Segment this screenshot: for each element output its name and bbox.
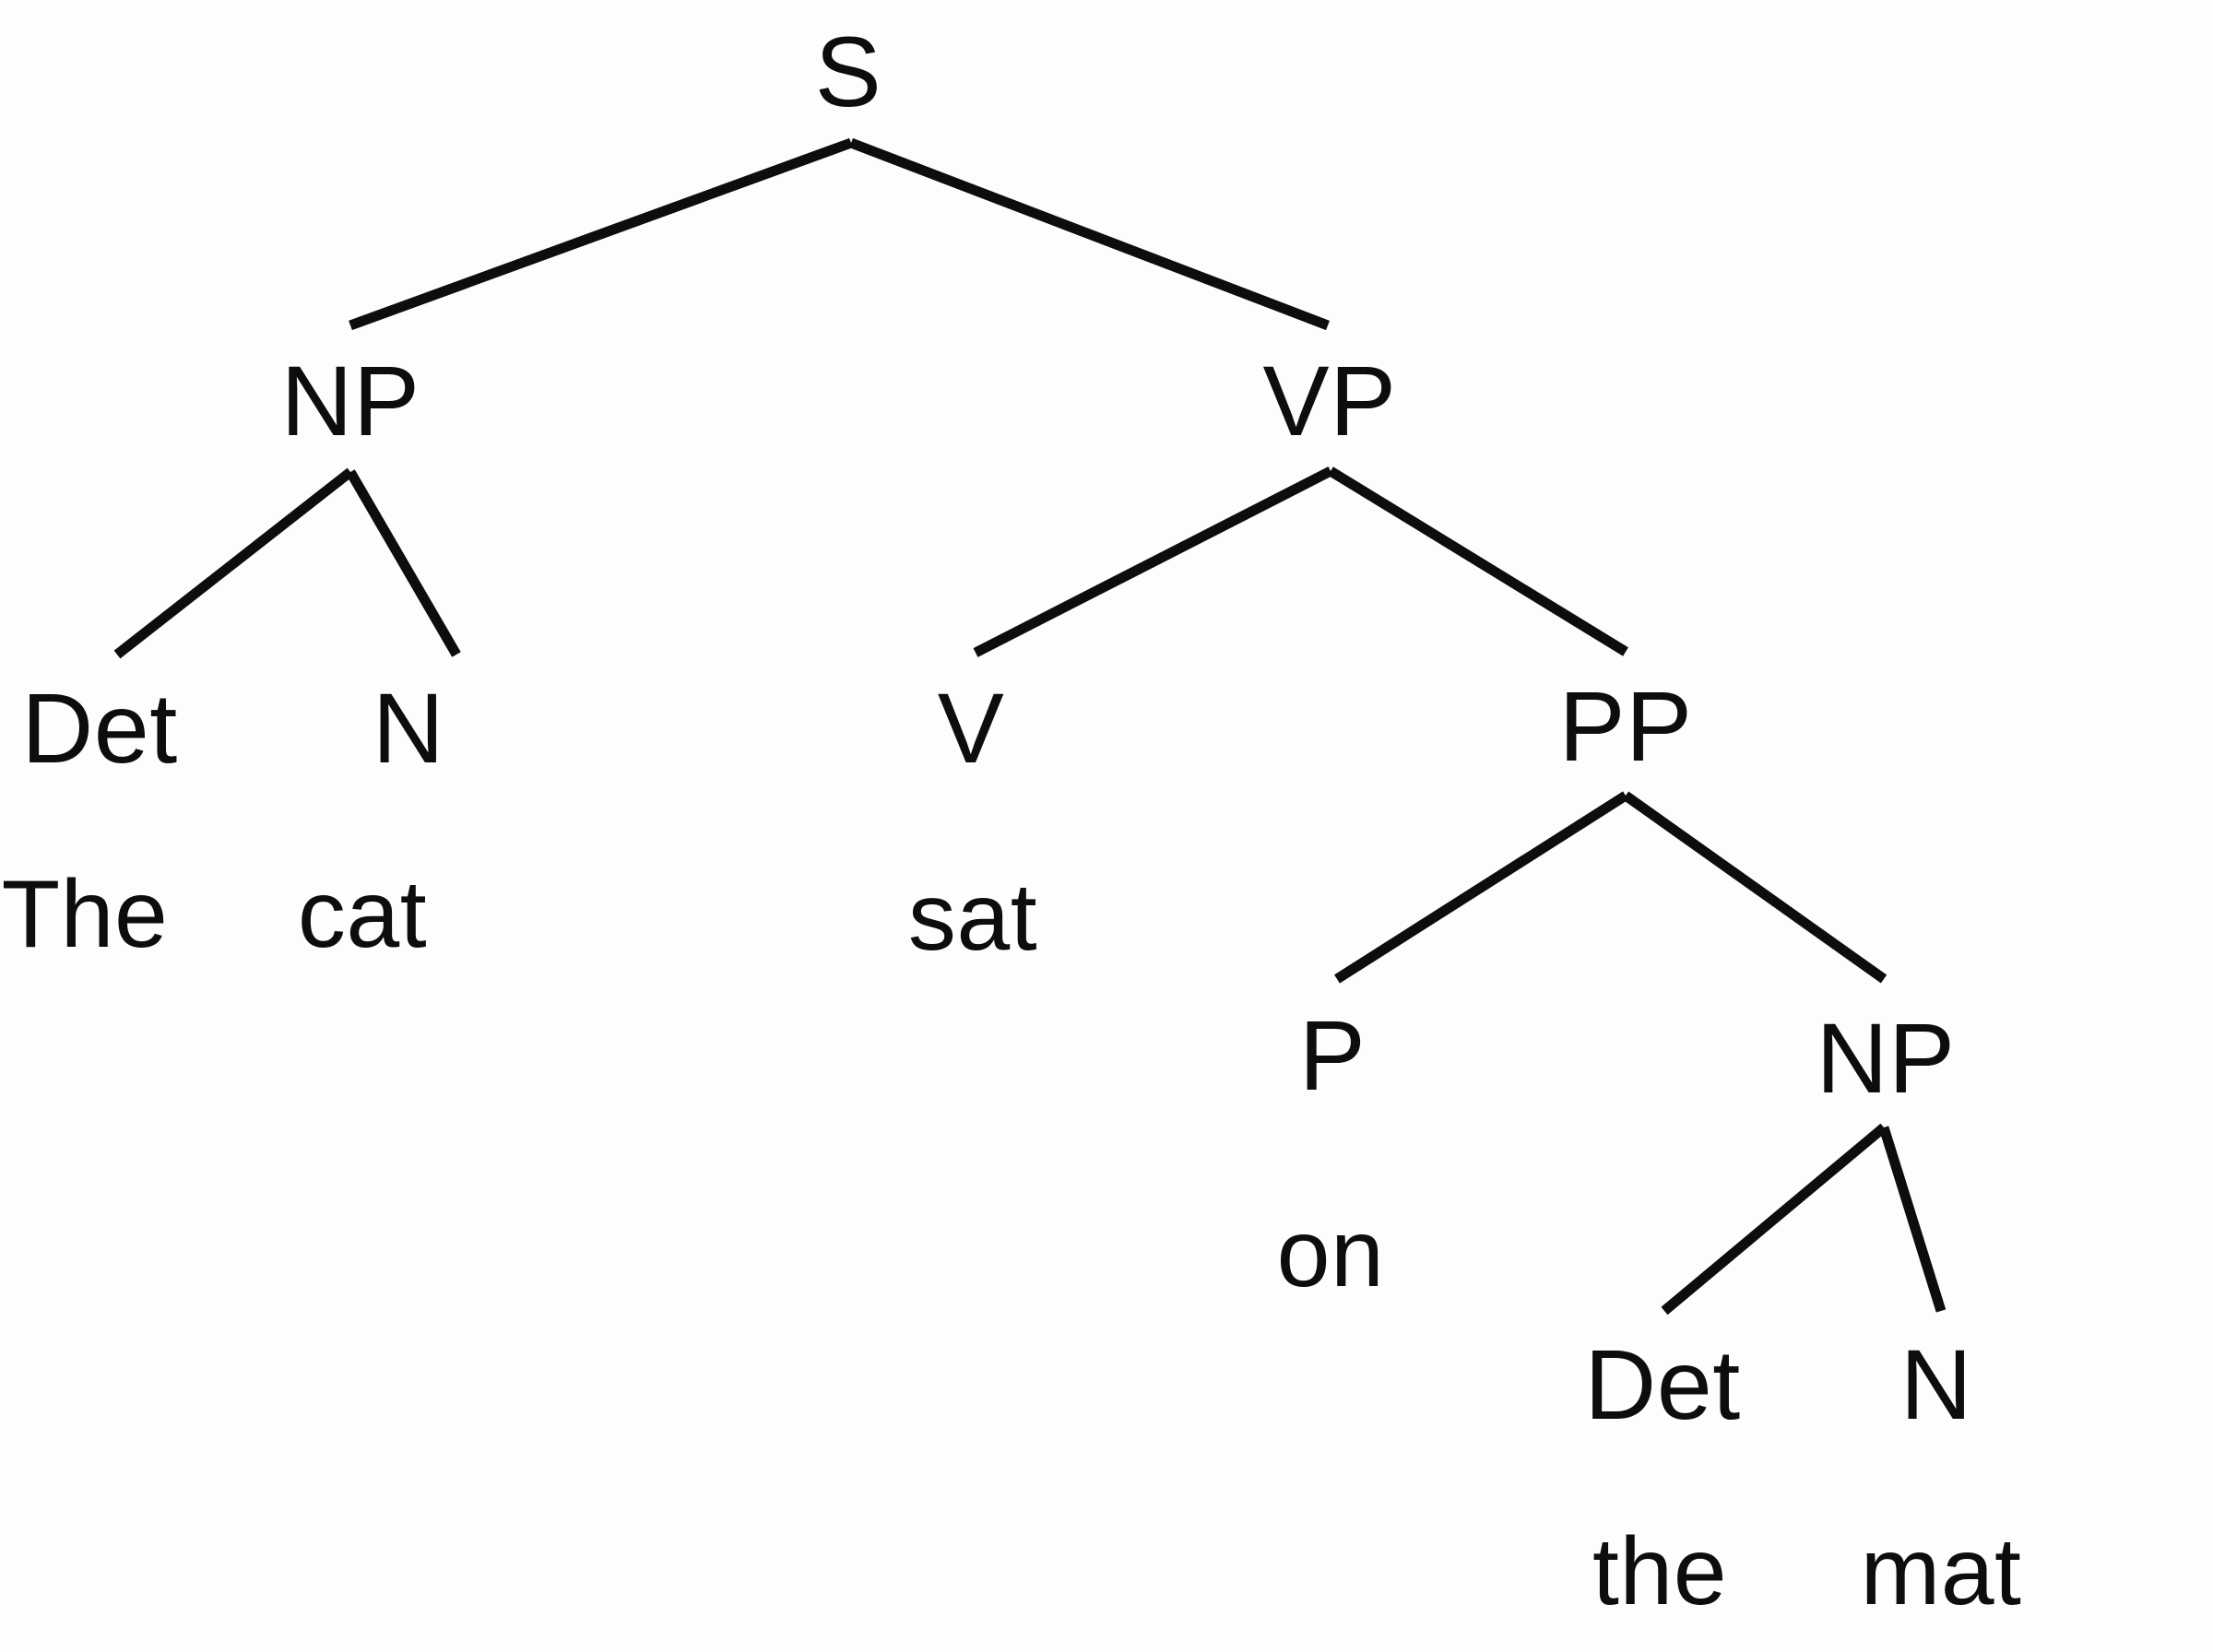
node-pp: PP [1558,670,1693,782]
node-vp: VP [1262,345,1397,456]
terminal-the-object: the [1592,1518,1728,1625]
terminal-mat: mat [1860,1518,2022,1625]
node-s: S [814,16,882,127]
node-n-object: N [1899,1328,1973,1440]
terminal-sat: sat [907,864,1038,971]
terminal-cat: cat [297,861,428,968]
branch-pp-p [1334,791,1628,984]
node-n-subject: N [372,672,445,784]
branch-np2-n2 [1878,1126,1947,1313]
terminal-on: on [1276,1200,1385,1307]
branch-pp-np2 [1622,791,1888,984]
terminal-the-subject: The [1,861,169,968]
branch-s-np1 [349,137,853,331]
node-np-subject: NP [280,345,420,456]
node-p: P [1298,999,1367,1111]
branch-np1-n1 [346,469,461,657]
branch-vp-pp [1328,466,1628,656]
branch-s-vp [849,137,1330,331]
branch-np2-det2 [1661,1123,1888,1316]
node-v: V [937,672,1005,784]
node-np-object: NP [1816,1002,1956,1114]
node-det-object: Det [1584,1328,1741,1440]
branch-vp-v [973,466,1333,657]
node-det-subject: Det [21,672,178,784]
branch-np1-det1 [113,467,354,659]
